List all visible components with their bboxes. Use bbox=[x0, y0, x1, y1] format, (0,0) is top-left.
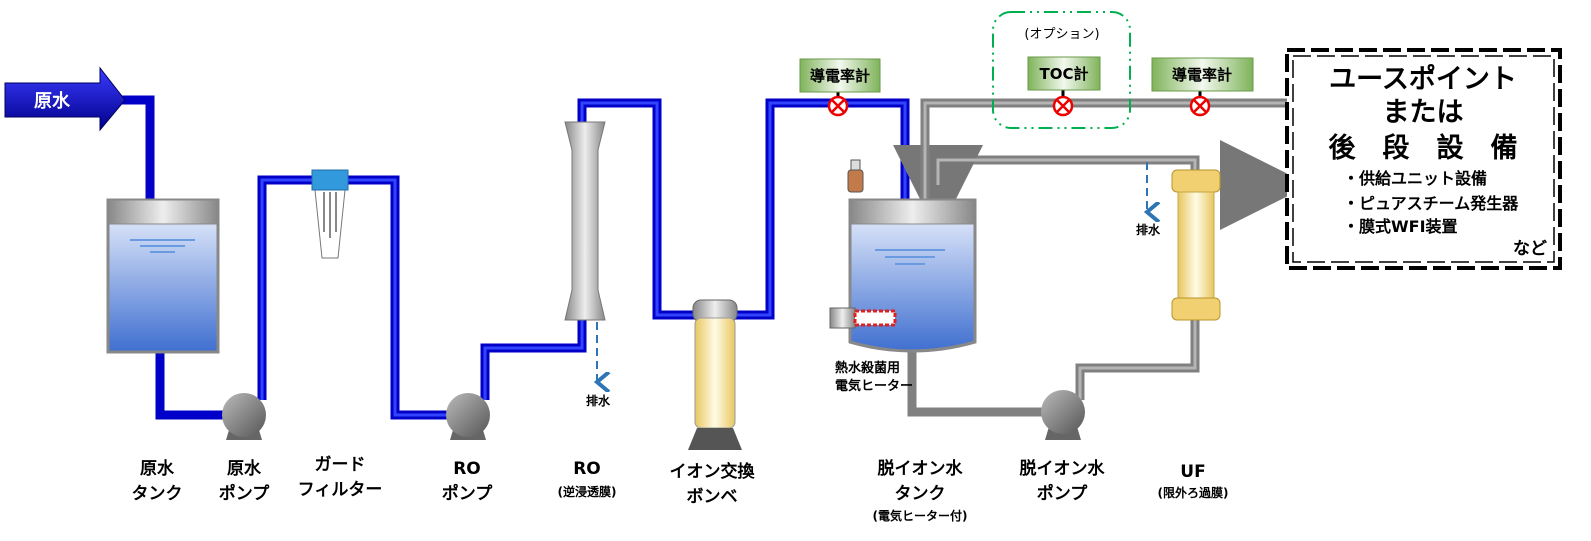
label-ro: RO bbox=[573, 459, 601, 479]
svg-text:タンク: タンク bbox=[132, 484, 183, 504]
svg-text:・膜式WFI装置: ・膜式WFI装置 bbox=[1343, 217, 1458, 236]
svg-text:導電率計: 導電率計 bbox=[1172, 66, 1232, 84]
svg-text:ユースポイント: ユースポイント bbox=[1329, 64, 1517, 95]
label-ion-exchange: イオン交換 bbox=[670, 461, 756, 482]
conductivity-meter-1: 導電率計 bbox=[799, 58, 881, 117]
sensor-icon bbox=[827, 95, 849, 117]
svg-text:後 段 設 備: 後 段 設 備 bbox=[1329, 132, 1518, 164]
option-boundary bbox=[992, 11, 1131, 129]
svg-text:フィルター: フィルター bbox=[298, 480, 383, 500]
svg-text:(限外ろ過膜): (限外ろ過膜) bbox=[1158, 485, 1229, 500]
svg-text:ポンプ: ポンプ bbox=[219, 483, 270, 504]
ro-membrane: 排水 bbox=[564, 121, 611, 408]
heater-label: 電気ヒーター bbox=[835, 378, 913, 394]
label-di-pump: 脱イオン水 bbox=[1020, 458, 1106, 479]
source-label: 原水 bbox=[34, 90, 71, 112]
conductivity-meter-2: 導電率計 bbox=[1151, 57, 1254, 117]
label-guard-filter: ガード bbox=[315, 455, 366, 475]
sensor-icon bbox=[1189, 95, 1211, 117]
label-uf: UF bbox=[1180, 462, 1205, 482]
electric-heater bbox=[829, 307, 897, 329]
ion-exchange-cylinder bbox=[688, 299, 742, 450]
use-point-box: ユースポイント または 後 段 設 備 ・供給ユニット設備 ・ピュアスチーム発生… bbox=[1285, 48, 1562, 270]
option-label: (オプション) bbox=[1024, 27, 1099, 42]
label-ro-pump: RO bbox=[453, 459, 481, 479]
raw-water-pump bbox=[222, 393, 266, 440]
svg-text:導電率計: 導電率計 bbox=[810, 67, 870, 85]
label-di-tank: 脱イオン水 bbox=[878, 458, 964, 479]
component-labels: 原水 タンク 原水 ポンプ ガード フィルター RO ポンプ RO (逆浸透膜)… bbox=[132, 455, 1229, 523]
guard-filter bbox=[311, 169, 349, 259]
raw-water-tank bbox=[106, 198, 220, 354]
deionized-water-tank: 熱水殺菌用 電気ヒーター bbox=[829, 159, 977, 394]
heater-label: 熱水殺菌用 bbox=[835, 360, 900, 376]
svg-text:・供給ユニット設備: ・供給ユニット設備 bbox=[1343, 169, 1487, 188]
svg-text:など: など bbox=[1513, 239, 1547, 259]
raw-water-piping bbox=[120, 95, 910, 420]
uf-membrane bbox=[1171, 169, 1221, 321]
svg-text:または: または bbox=[1383, 97, 1464, 128]
svg-text:(逆浸透膜): (逆浸透膜) bbox=[558, 484, 617, 499]
ro-pump bbox=[446, 393, 490, 440]
svg-text:ポンプ: ポンプ bbox=[442, 483, 493, 504]
svg-text:ポンプ: ポンプ bbox=[1037, 483, 1088, 504]
svg-text:タンク: タンク bbox=[895, 484, 946, 504]
vent-filter-icon bbox=[847, 159, 864, 193]
sensor-icon bbox=[1052, 95, 1074, 117]
deionized-water-pump bbox=[1041, 390, 1085, 440]
svg-text:TOC計: TOC計 bbox=[1040, 65, 1089, 83]
label-raw-pump: 原水 bbox=[227, 458, 262, 479]
raw-water-inlet-arrow: 原水 bbox=[4, 66, 126, 132]
loop-drain-label: 排水 bbox=[1136, 222, 1161, 237]
ro-drain-label: 排水 bbox=[586, 393, 611, 408]
toc-meter: TOC計 bbox=[1027, 56, 1101, 117]
label-raw-tank: 原水 bbox=[140, 458, 175, 479]
svg-text:(電気ヒーター付): (電気ヒーター付) bbox=[873, 508, 968, 523]
svg-text:・ピュアスチーム発生器: ・ピュアスチーム発生器 bbox=[1343, 194, 1519, 213]
svg-text:ボンベ: ボンベ bbox=[687, 487, 738, 507]
